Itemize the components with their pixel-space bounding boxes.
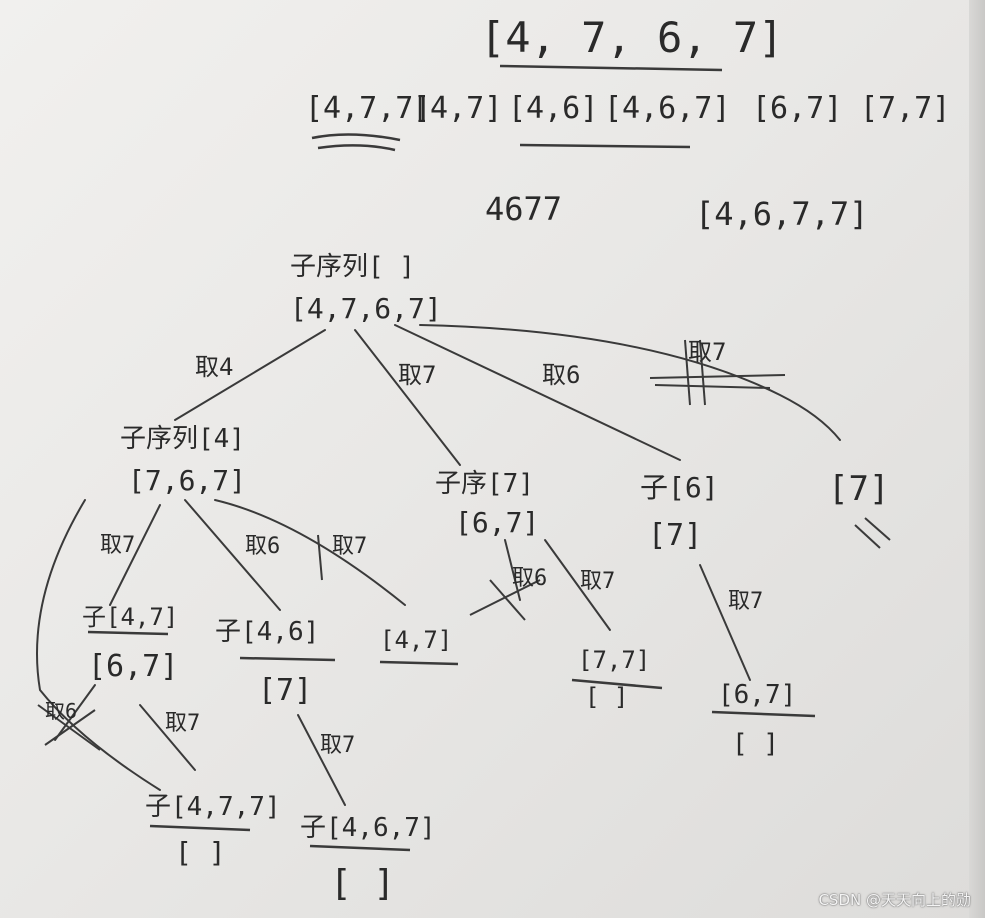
subset-item: [4,6,7] [604,91,730,126]
node-root: 子序列[ ] [4,7,6,7] [290,252,442,325]
node-underline [711,710,816,718]
subset-item: [4,7] [412,91,502,126]
node-label: 子[4,6] [215,617,319,647]
node-label: 子序列[4] [120,424,245,454]
cross-mark [37,704,101,751]
node-underline [87,630,169,636]
top-array-underline [499,64,723,72]
cross-mark [649,339,786,406]
node-label: 子序列[ ] [290,252,415,282]
node-label: 子[4,7] [82,603,178,631]
node-underline [379,660,459,666]
edge-label-take7-blocked: 取7 [688,338,726,366]
edge-root-6 [394,324,681,461]
node-underline [571,678,663,690]
edge-label-take7-cross: 取7 [332,534,367,559]
edge-47-side [36,499,161,791]
board-frame [969,0,985,918]
edge-4-47 [109,504,161,606]
node-underline [309,844,411,852]
node-label: 子序[7] [435,469,534,499]
emphasis-mark [854,517,891,549]
edge-label-take7-b: 取7 [580,569,615,594]
node-rest: [6,7] [718,680,796,710]
node-47b: [4,7] [379,626,459,666]
edge-4-47b [214,499,406,606]
watermark: CSDN @天天向上的勋 [818,891,971,909]
node-77: [7,7] [ ] [571,646,663,711]
edge-root-4 [174,329,326,421]
node-rest: [7] [258,673,312,708]
node-467: 子[4,6,7] [ ] [300,813,436,904]
node-label: 子[4,6,7] [300,813,436,843]
edge-47-crossed [54,684,96,741]
edge-label-take6-cross2: 取6 [45,699,77,723]
edge-4-46 [184,499,281,611]
node-underline [239,656,336,662]
sorted-array: [4,6,7,7] [695,195,868,233]
subset-item: [7,7] [860,91,950,126]
edge-46-467 [297,714,346,806]
subsets-row: [4,7,7] [4,7] [4,6] [4,6,7] [6,7] [7,7] [305,91,950,126]
node-rest: [7,6,7] [128,464,246,497]
node-7: 子序[7] [6,7] [435,469,539,539]
node-sub: [ ] [585,683,628,711]
node-rest: [6,7] [455,506,539,539]
edge-6-67 [699,564,751,681]
edge-47-477 [139,704,196,771]
edge-root-last [419,324,841,441]
subset-scribble [311,133,401,152]
cross-mark [469,579,541,621]
node-4: 子序列[4] [7,6,7] [120,424,246,497]
node-rest: [7] [828,469,889,509]
node-rest: [6,7] [88,649,178,684]
node-rest: [7] [648,518,702,553]
node-47: 子[4,7] [6,7] [82,603,178,684]
node-rest: [ ] [175,836,226,869]
node-underline [149,824,251,832]
cross-mark [317,534,323,581]
subset-underline [519,143,691,149]
node-477: 子[4,7,7] [ ] [145,792,281,869]
node-6: 子[6] [7] [640,471,719,553]
node-46: 子[4,6] [7] [215,617,336,708]
edge-label-take4: 取4 [195,353,233,381]
top-array: [4, 7, 6, 7] [480,13,783,62]
sorted-note: 4677 [485,190,562,228]
node-label: 子[6] [640,471,719,504]
node-rest: [ ] [330,863,395,904]
node-rest: [7,7] [578,646,650,674]
edge-label-take7-c: 取7 [728,589,763,614]
edge-label-take6-cross: 取6 [512,566,547,591]
edge-label-take7-d: 取7 [165,711,200,736]
node-sub: [ ] [732,729,779,759]
edge-label-take7: 取7 [398,361,436,389]
edge-label-take7-e: 取7 [320,733,355,758]
edge-root-7 [354,329,461,466]
edge-label-take6: 取6 [542,361,580,389]
node-67: [6,7] [ ] [711,680,816,759]
node-last: [7] [828,469,889,509]
node-label: 子[4,7,7] [145,792,281,822]
node-rest: [4,7,6,7] [290,292,442,325]
subset-item: [4,7,7] [305,91,431,126]
edge-7-crossed [504,539,521,601]
subset-item: [4,6] [508,91,598,126]
node-rest: [4,7] [380,626,452,654]
subset-item: [6,7] [752,91,842,126]
edge-7-77 [544,539,611,631]
edge-label-take6-a: 取6 [245,534,280,559]
edge-label-take7-a: 取7 [100,533,135,558]
